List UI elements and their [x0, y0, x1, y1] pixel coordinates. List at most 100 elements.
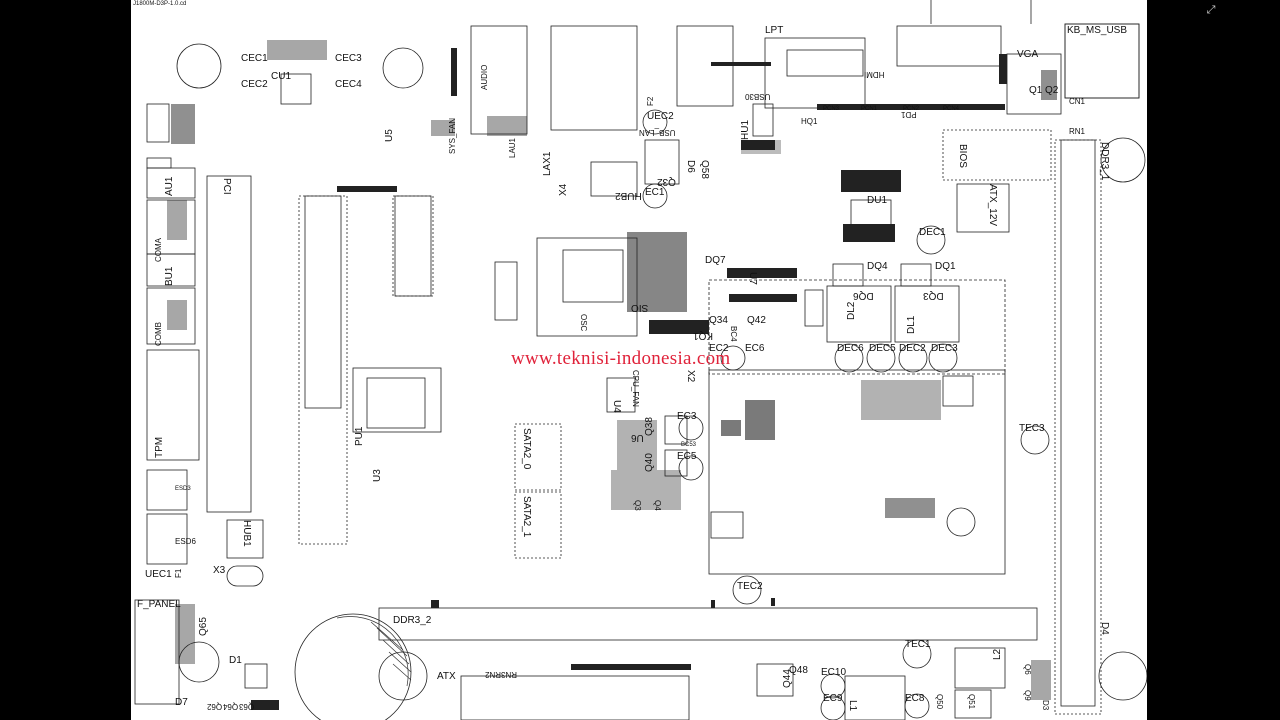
- q62-label: Q62: [207, 702, 223, 711]
- hub2-label: HUB2: [615, 190, 642, 201]
- q3-label: Q3: [633, 500, 642, 511]
- tpm-label: TPM: [154, 436, 165, 458]
- bc53-label: BC53: [681, 442, 697, 448]
- coma-label: COMA: [154, 238, 163, 262]
- usb30-label: USB30: [745, 92, 771, 101]
- q32-label: Q32: [657, 176, 676, 187]
- d3-label: D3: [1041, 700, 1050, 711]
- dec5-label: DEC5: [869, 343, 896, 354]
- dec2-label: DEC2: [899, 343, 926, 354]
- dec6-label: DEC6: [837, 343, 864, 354]
- dq3-label: DQ3: [923, 290, 944, 301]
- usb-lan-label: USB_LAN: [639, 128, 676, 137]
- q51-label: Q51: [967, 694, 976, 710]
- sys-fan-label: SYS_FAN: [448, 117, 457, 154]
- dq6-label: DQ6: [853, 290, 874, 301]
- q2-label: Q2: [1045, 85, 1059, 96]
- dq1-label: DQ1: [935, 261, 956, 272]
- tec2-label: TEC2: [737, 581, 763, 592]
- lax1-label: LAX1: [542, 151, 553, 176]
- cec4-label: CEC4: [335, 79, 362, 90]
- kb-ms-usb-label: KB_MS_USB: [1067, 25, 1128, 36]
- q1-label: Q1: [1029, 85, 1043, 96]
- q42-label: Q42: [747, 315, 766, 326]
- q48-label: Q48: [789, 665, 808, 676]
- ec3-label: EC3: [677, 411, 697, 422]
- tec3-label: TEC3: [1019, 423, 1045, 434]
- ec2-label: EC2: [709, 343, 729, 354]
- x3-label: X3: [213, 565, 226, 576]
- q6-label: Q6: [1023, 664, 1032, 675]
- u7-label: U7: [747, 272, 758, 285]
- q38-label: Q38: [644, 417, 655, 436]
- cec3-label: CEC3: [335, 53, 362, 64]
- bios-label: BIOS: [957, 144, 968, 168]
- hq1-label: HQ1: [801, 117, 818, 126]
- lpt-label: LPT: [765, 25, 784, 36]
- l1-label: L1: [847, 700, 858, 712]
- au1-label: AU1: [164, 176, 175, 196]
- x4-label: X4: [558, 183, 569, 196]
- atx-12v-label: ATX_12V: [987, 184, 998, 227]
- q4-label: Q4: [653, 500, 662, 511]
- u6-label: U6: [631, 432, 644, 443]
- q64-label: Q64: [223, 702, 239, 711]
- cn1-label: CN1: [1069, 97, 1086, 106]
- ddr3-2-label: DDR3_2: [393, 615, 432, 626]
- d1-label: D1: [229, 655, 242, 666]
- ec8-label: EC8: [905, 693, 925, 704]
- pcn3-label: PCN3: [823, 106, 840, 112]
- sio-label: SIO: [631, 302, 649, 313]
- f-panel-label: F_PANEL: [137, 599, 181, 610]
- watermark-text: www.teknisi-indonesia.com: [511, 348, 731, 369]
- q58-label: Q58: [699, 160, 710, 179]
- cu1-label: CU1: [271, 71, 292, 82]
- atx-label: ATX: [437, 671, 456, 682]
- l2-label: L2: [992, 648, 1003, 660]
- ec9-label: EC9: [823, 693, 843, 704]
- pcn2-label: PCN2: [903, 106, 920, 112]
- file-name-label: J1800M-D3P-1.0.cd: [133, 1, 187, 7]
- sata2-1-label: SATA2_1: [521, 496, 532, 538]
- d6-label: D6: [685, 160, 696, 173]
- expand-arrows-icon[interactable]: ⤢: [1206, 3, 1216, 16]
- q9-label: Q9: [1023, 690, 1032, 701]
- tec1-label: TEC1: [905, 639, 931, 650]
- dq7-label: DQ7: [705, 255, 726, 266]
- audio-label: AUDIO: [480, 64, 489, 90]
- ec10-label: EC10: [821, 667, 847, 678]
- kq1-label: KQ1: [693, 330, 714, 341]
- cec1-label: CEC1: [241, 53, 268, 64]
- pci-label: PCI: [221, 178, 232, 195]
- x2-label: X2: [685, 370, 696, 383]
- dl2-label: DL2: [846, 301, 857, 320]
- board-outline-drawing: [134, 0, 1147, 720]
- sata2-0-label: SATA2_0: [521, 428, 532, 470]
- rn1-label: RN1: [1069, 127, 1086, 136]
- ec6-label: EC6: [745, 343, 765, 354]
- schematic-board: J1800M-D3P-1.0.cd LPT HDMI VGA KB_MS_USB…: [131, 0, 1147, 720]
- d4-label: D4: [1099, 622, 1110, 635]
- q65-label: Q65: [198, 617, 209, 636]
- u5-label: U5: [384, 129, 395, 142]
- q50-label: Q50: [935, 694, 944, 710]
- bu1-label: BU1: [164, 266, 175, 286]
- q63-label: Q63: [239, 702, 255, 711]
- lau1-label: LAU1: [508, 137, 517, 158]
- u4-label: U4: [611, 400, 622, 413]
- bc4-label: BC4: [729, 326, 738, 342]
- osc-label: OSC: [579, 314, 588, 332]
- dq4-label: DQ4: [867, 261, 888, 272]
- uec1-label: UEC1: [145, 569, 172, 580]
- d7-label: D7: [175, 697, 188, 708]
- f1-label: F1: [174, 568, 183, 578]
- comb-label: COMB: [154, 322, 163, 346]
- ec1-label: EC1: [645, 187, 665, 198]
- cec2-label: CEC2: [241, 79, 268, 90]
- uec2-label: UEC2: [647, 111, 674, 122]
- hub1-label: HUB1: [241, 520, 252, 547]
- dl1-label: DL1: [906, 315, 917, 334]
- du1-label: DU1: [867, 195, 888, 206]
- cpu-fan-label: CPU_FAN: [631, 370, 640, 407]
- vga-label: VGA: [1017, 49, 1039, 60]
